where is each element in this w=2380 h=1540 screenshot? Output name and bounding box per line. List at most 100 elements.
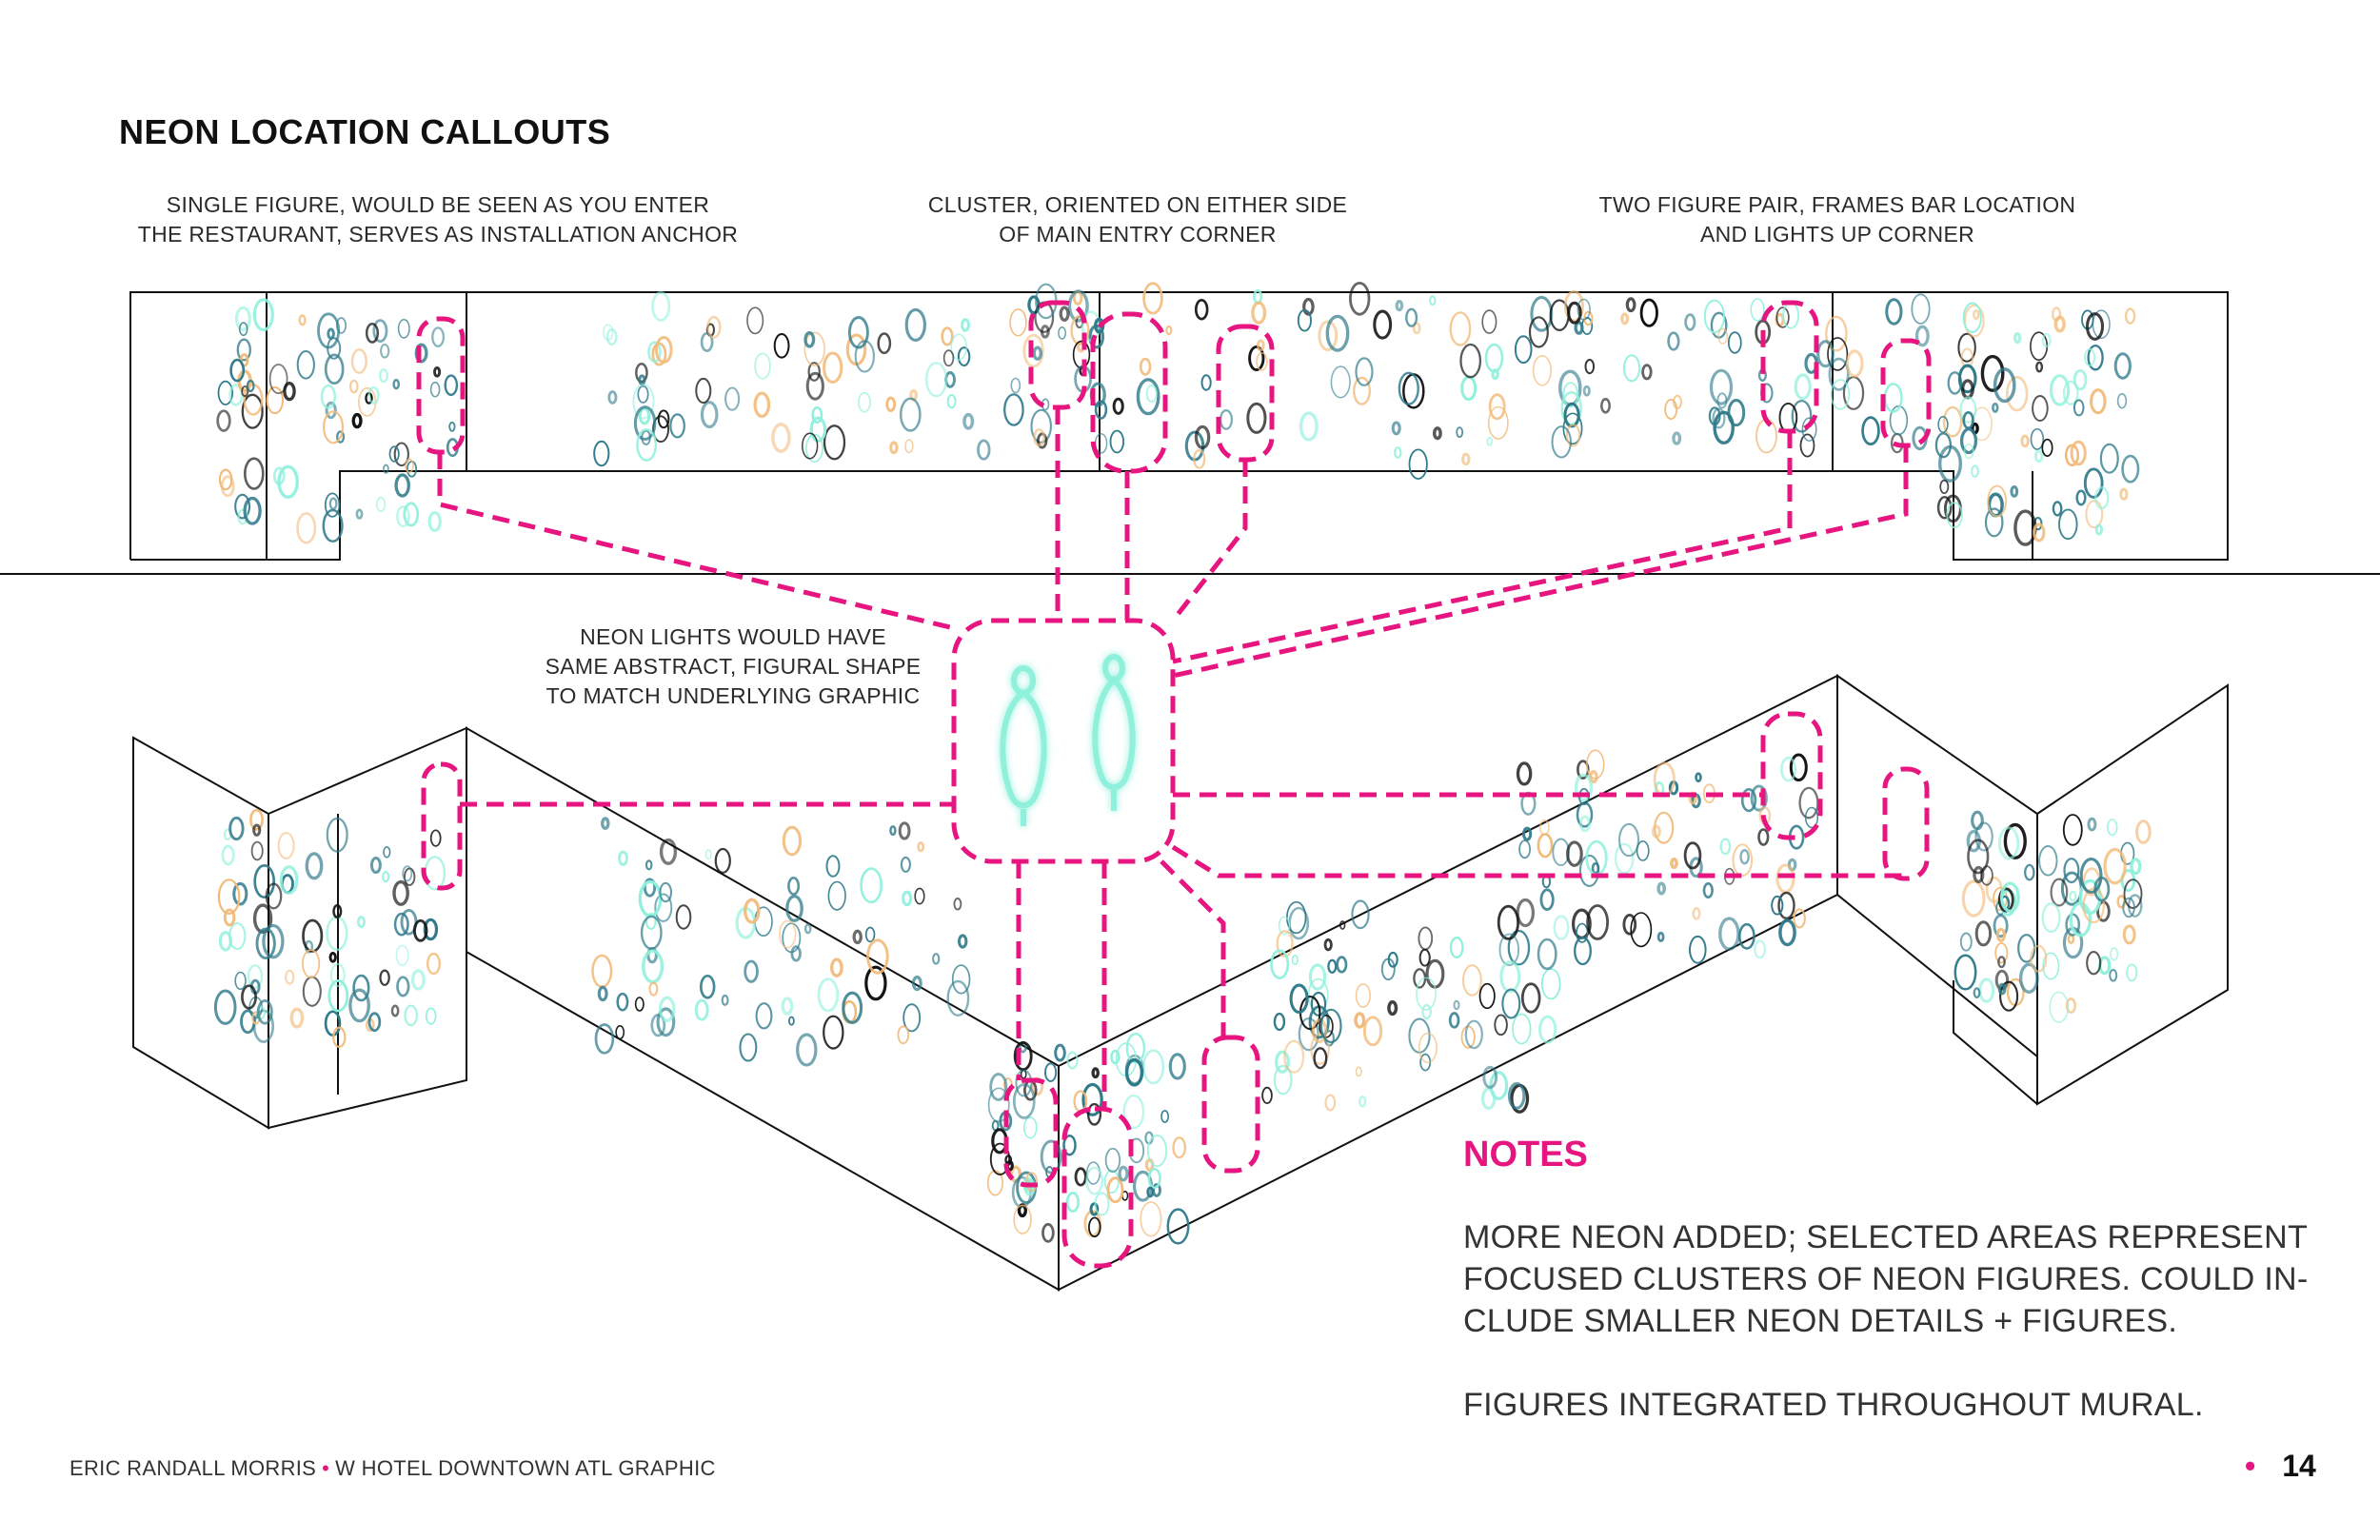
mural-figure-mark — [1959, 427, 1978, 455]
mural-figure-mark — [1478, 982, 1496, 1010]
mural-figure-mark — [1104, 1147, 1121, 1173]
mural-figure-mark — [1425, 958, 1445, 989]
mural-figure-mark — [1025, 1172, 1039, 1192]
callout-center-line-2: OF MAIN ENTRY CORNER — [999, 222, 1277, 247]
mural-figure-mark — [866, 938, 889, 975]
mural-figure-mark — [1274, 1050, 1290, 1074]
mural-figure-mark — [1058, 326, 1067, 340]
mural-figure-mark — [213, 989, 237, 1025]
axo-left-return — [132, 736, 269, 1130]
mural-figure-mark — [1961, 879, 1986, 918]
mural-figure-mark — [1273, 1012, 1286, 1032]
mural-figure-mark — [1193, 449, 1206, 469]
mural-figure-mark — [1794, 373, 1812, 401]
mural-figure-mark — [1448, 1012, 1460, 1029]
mural-figure-mark — [1709, 368, 1734, 405]
mural-figure-mark — [2113, 352, 2132, 380]
mural-figure-mark — [1718, 917, 1740, 951]
mural-figure-mark — [1276, 930, 1294, 958]
mural-figure-mark — [1537, 833, 1554, 859]
mural-figure-mark — [218, 930, 233, 952]
mural-figure-mark — [1585, 839, 1608, 877]
mural-figure-mark — [636, 428, 657, 462]
mural-figure-mark — [1461, 452, 1471, 466]
mural-figure-mark — [1591, 861, 1600, 875]
mural-figure-mark — [648, 981, 659, 997]
mural-figure-mark — [946, 394, 957, 409]
mural-figure-mark — [1578, 815, 1591, 833]
mural-figure-mark — [1997, 982, 2007, 996]
mural-figure-mark — [744, 959, 759, 983]
mural-figure-mark — [803, 331, 825, 366]
mural-figure-mark — [234, 971, 247, 991]
mural-figure-mark — [2032, 395, 2049, 422]
mural-figure-mark — [1586, 749, 1605, 780]
mural-figure-mark — [754, 352, 771, 380]
mural-figure-mark — [1713, 410, 1735, 444]
mural-figure-mark — [2086, 951, 2102, 976]
mural-figure-mark — [957, 934, 968, 949]
mural-figure-mark — [1355, 357, 1374, 386]
mural-figure-mark — [902, 1003, 922, 1033]
mural-figure-mark — [605, 328, 618, 346]
mural-figure-mark — [302, 976, 322, 1007]
mural-figure-mark — [1695, 772, 1702, 783]
mural-figure-mark — [787, 877, 801, 896]
mural-figure-mark — [700, 331, 714, 352]
mural-figure-mark — [336, 430, 346, 444]
mural-figure-mark — [695, 377, 712, 405]
mural-figure-mark — [277, 464, 299, 499]
mural-figure-mark — [638, 374, 646, 386]
selection-cluster-b-axo — [1061, 1106, 1134, 1269]
mural-figure-mark — [350, 348, 367, 374]
mural-figure-mark — [352, 974, 370, 1002]
mural-figure-mark — [1387, 951, 1398, 968]
mural-figure-mark — [380, 343, 390, 359]
footer-project: W HOTEL DOWNTOWN ATL GRAPHIC — [335, 1456, 716, 1480]
mural-figure-mark — [2122, 897, 2135, 918]
neon-figure-left — [1000, 665, 1047, 826]
mural-figure-mark — [1278, 916, 1291, 936]
mural-figure-mark — [255, 927, 276, 960]
mural-figure-mark — [1456, 426, 1464, 439]
mural-figure-mark — [1324, 1094, 1337, 1112]
mural-figure-mark — [1514, 335, 1533, 365]
mural-figure-mark — [951, 964, 971, 995]
mural-figure-mark — [1683, 841, 1702, 870]
mural-figure-mark — [830, 958, 843, 977]
mural-figure-mark — [1574, 937, 1592, 966]
mural-figure-mark — [1778, 918, 1796, 947]
mural-figure-mark — [1003, 393, 1024, 426]
mural-figure-mark — [403, 502, 420, 527]
mural-figure-mark — [2135, 819, 2152, 844]
mural-figure-mark — [1291, 955, 1299, 965]
mural-figure-mark — [647, 341, 662, 364]
mural-figure-mark — [2079, 858, 2103, 894]
mural-figure-mark — [1041, 1222, 1055, 1243]
mural-figure-mark — [326, 916, 348, 952]
mural-figure-mark — [1074, 1167, 1087, 1187]
mural-figure-mark — [2041, 332, 2052, 348]
mural-figure-mark — [1574, 321, 1584, 335]
mural-figure-mark — [2049, 374, 2071, 406]
mural-figure-mark — [1408, 448, 1428, 480]
mural-figure-mark — [1336, 956, 1348, 974]
mural-figure-mark — [217, 380, 233, 405]
mural-figure-mark — [1775, 863, 1795, 894]
mural-figure-mark — [1394, 446, 1402, 459]
mural-figure-mark — [2093, 876, 2111, 902]
callout-neon-line-3: TO MATCH UNDERLYING GRAPHIC — [545, 683, 921, 708]
mural-figure-mark — [593, 440, 610, 467]
mural-figure-mark — [802, 432, 819, 460]
mural-figure-mark — [1089, 1202, 1100, 1216]
mural-figure-mark — [1793, 908, 1806, 929]
mural-figure-mark — [847, 316, 869, 349]
mural-figure-mark — [1307, 977, 1329, 1013]
mural-figure-mark — [1015, 1069, 1033, 1097]
mural-figure-mark — [1673, 394, 1682, 409]
mural-figure-mark — [962, 412, 975, 430]
mural-figure-mark — [1885, 298, 1903, 326]
selection-cluster-c-axo — [1201, 1035, 1260, 1174]
mural-figure-mark — [615, 1024, 625, 1040]
mural-figure-mark — [1791, 399, 1813, 433]
